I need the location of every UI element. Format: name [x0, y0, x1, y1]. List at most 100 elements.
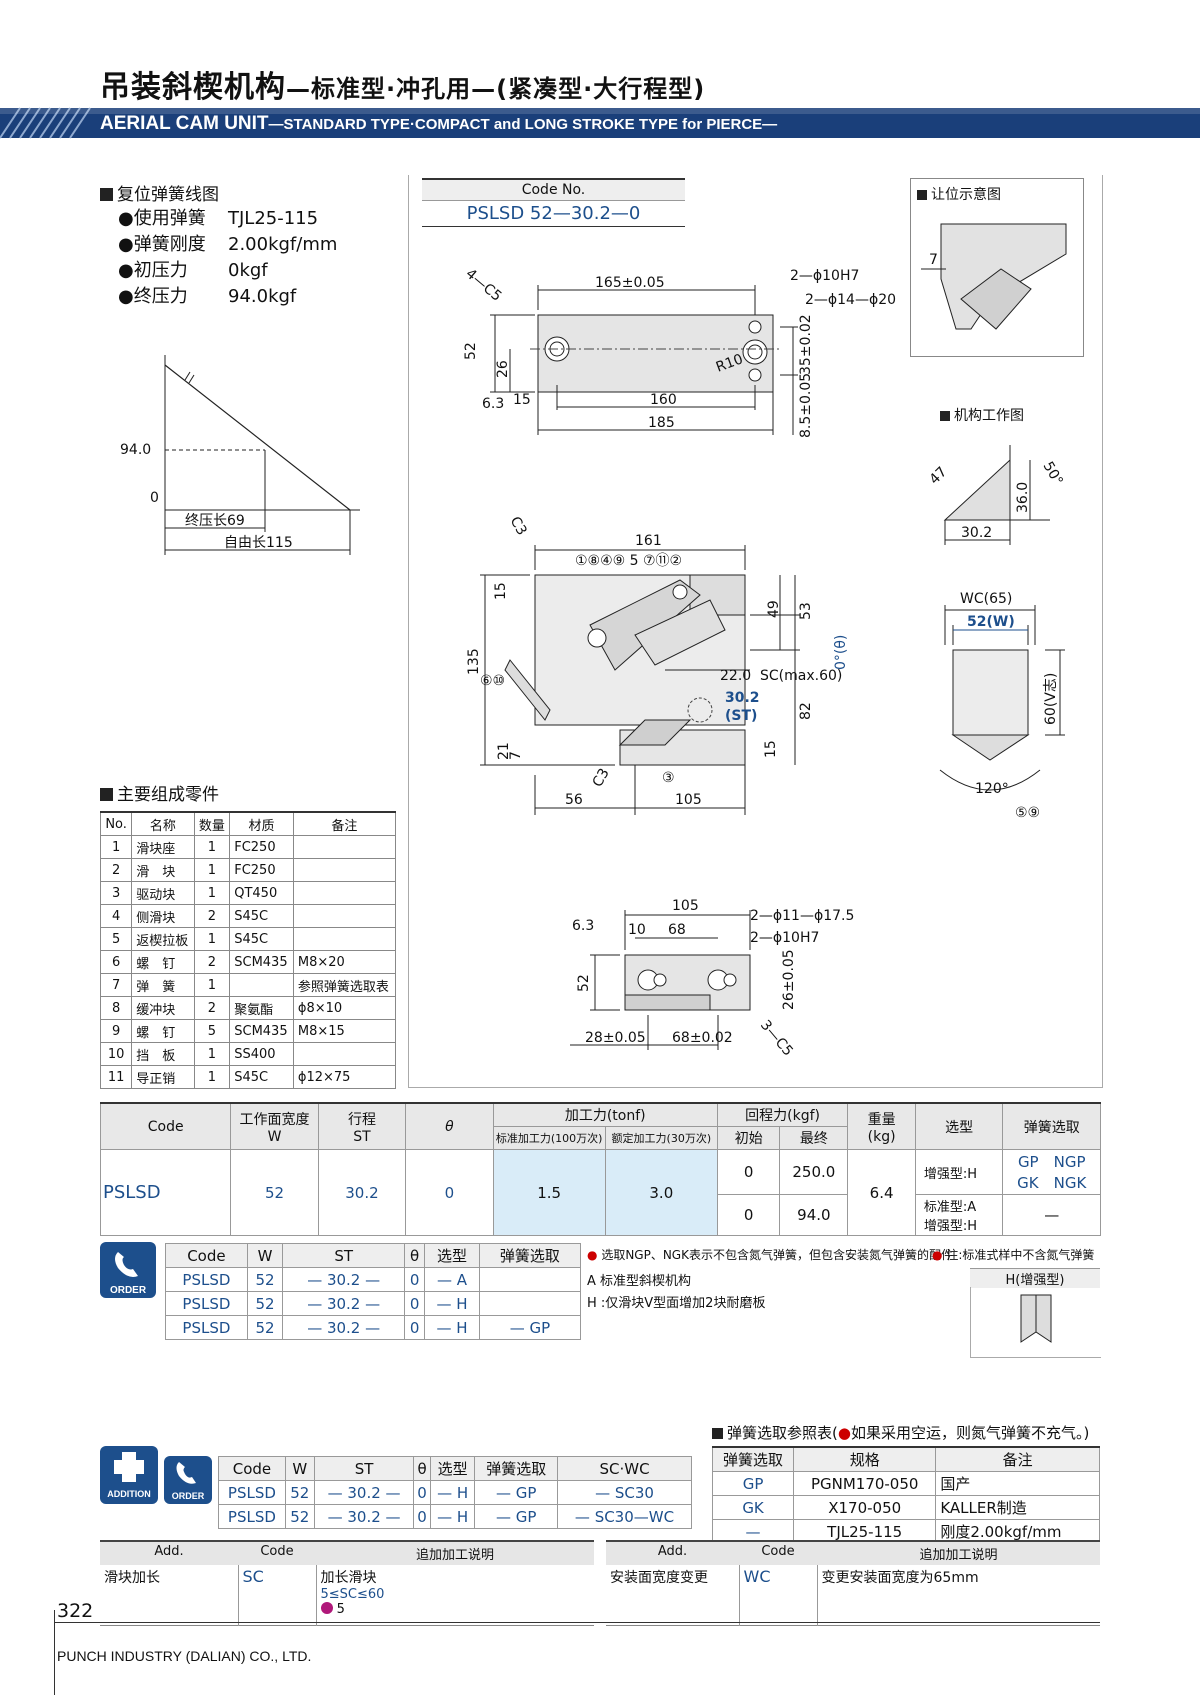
addition-cell: — SC30—WC: [557, 1504, 692, 1529]
spec-r1a: 0: [716, 1149, 781, 1195]
add-left-h: 追加加工说明: [316, 1540, 594, 1565]
addition-cell: — GP: [474, 1504, 559, 1529]
clearance-label: 让位示意图: [931, 187, 1001, 203]
spring-cell: GP: [711, 1471, 795, 1496]
dim-st: 30.2: [725, 690, 760, 706]
parts-cell: 7: [99, 973, 133, 997]
addition-cell: — SC30: [557, 1480, 692, 1505]
add-h: SC·WC: [557, 1456, 692, 1481]
addition-cell: PSLSD: [218, 1480, 286, 1505]
order-cell: [478, 1291, 582, 1316]
parts-cell: 5: [193, 1019, 231, 1043]
title-en-sub: —STANDARD TYPE·COMPACT and LONG STROKE T…: [268, 116, 778, 133]
spring-item-label: ●初压力: [118, 260, 188, 281]
spring-table-title-1: 弹簧选取参照表(: [727, 1424, 838, 1442]
parts-cell: 导正销: [131, 1065, 195, 1089]
dim-82: 82: [798, 702, 814, 720]
parts-cell: SS400: [229, 1042, 294, 1066]
parts-cell: SCM435: [229, 1019, 294, 1043]
add-right-code: WC: [739, 1565, 818, 1625]
parts-header: 名称: [131, 811, 195, 836]
clearance-title: 让位示意图: [911, 179, 1083, 209]
h-box: [970, 1287, 1101, 1358]
spring-table-h: 备注: [935, 1446, 1100, 1472]
wc-parts: ⑤⑨: [1015, 805, 1040, 821]
dim-hole1: 2—ϕ10H7: [790, 268, 859, 284]
add-h: W: [284, 1456, 315, 1481]
company-name: PUNCH INDUSTRY (DALIAN) CO., LTD.: [57, 1648, 312, 1664]
dim-10: 10: [628, 922, 646, 938]
mech-47: 47: [927, 464, 951, 488]
parts-cell: 1: [193, 881, 231, 905]
add-h: Code: [218, 1456, 286, 1481]
add-left-d3: 5: [320, 1602, 591, 1617]
parts-cell: [229, 973, 294, 997]
parts-cell: 参照弹簧选取表: [292, 973, 397, 997]
spring-cell: GK: [711, 1495, 795, 1520]
phone-icon: [115, 1252, 138, 1277]
order-cell: — 30.2 —: [282, 1291, 406, 1316]
spec-theta: 0: [405, 1149, 494, 1236]
spring-cell: TJL25-115: [793, 1519, 937, 1544]
parts-cell: 6: [99, 950, 133, 974]
mech-302: 30.2: [961, 525, 992, 541]
spec-h-st-1: 行程: [347, 1111, 376, 1128]
parts-cell: 1: [193, 973, 231, 997]
spec-spring-a2: GK NGK: [1017, 1174, 1087, 1192]
drawing-frame: [408, 175, 1103, 1088]
spec-type-b1: 标准型:A: [923, 1200, 977, 1215]
parts-cell: QT450: [229, 881, 294, 905]
dim-15b: 15: [763, 740, 779, 758]
dim-15m: 15: [493, 582, 509, 600]
wc-v: 60(V志): [1043, 673, 1059, 725]
spring-cell: 国产: [935, 1471, 1100, 1496]
spring-item-label: ●弹簧刚度: [118, 234, 206, 255]
parts-cell: S45C: [229, 904, 294, 928]
add-h: 弹簧选取: [474, 1456, 559, 1481]
order-cell: PSLSD: [165, 1267, 248, 1292]
dim-21: 21: [496, 742, 512, 760]
dim-161: 161: [635, 533, 662, 549]
order-h: 弹簧选取: [478, 1243, 582, 1268]
spring-section-title: 复位弹簧线图: [100, 180, 219, 205]
order-cell: 0: [404, 1291, 426, 1316]
clearance-box: 让位示意图 7: [910, 178, 1084, 357]
spec-h-type: 选型: [914, 1102, 1004, 1150]
spec-h-st-2: ST: [353, 1128, 371, 1145]
spec-w: 52: [230, 1149, 319, 1236]
parts-cell: ϕ12×75: [292, 1065, 397, 1089]
add-right-desc: 变更安装面宽度为65mm: [821, 1570, 979, 1586]
dim-135: 135: [466, 648, 482, 675]
page-title: 吊装斜楔机构—标准型·冲孔用—(紧凑型·大行程型): [100, 62, 705, 106]
spring-section-label: 复位弹簧线图: [117, 185, 219, 205]
parts-cell: 2: [193, 950, 231, 974]
plus-icon: [114, 1452, 144, 1482]
order-cell: — 30.2 —: [282, 1267, 406, 1292]
parts-cell: 侧滑块: [131, 904, 195, 928]
increment-icon: [320, 1602, 333, 1614]
addition-cell: 0: [413, 1504, 431, 1529]
parts-cell: 1: [99, 835, 133, 859]
title-en-main: AERIAL CAM UNIT: [100, 113, 269, 134]
order-icon: ORDER: [100, 1242, 156, 1298]
add-left-desc: 加长滑块 5≤SC≤60 5: [316, 1565, 594, 1625]
spring-item-value: TJL25-115: [228, 208, 319, 229]
mechanism-svg: 47 36.0 50° 30.2: [927, 445, 1066, 545]
dim-7: 7: [508, 751, 524, 760]
dim-68b: 68±0.02: [672, 1030, 733, 1046]
parts-cell: [292, 858, 397, 882]
parts-cell: 聚氨酯: [229, 996, 294, 1020]
